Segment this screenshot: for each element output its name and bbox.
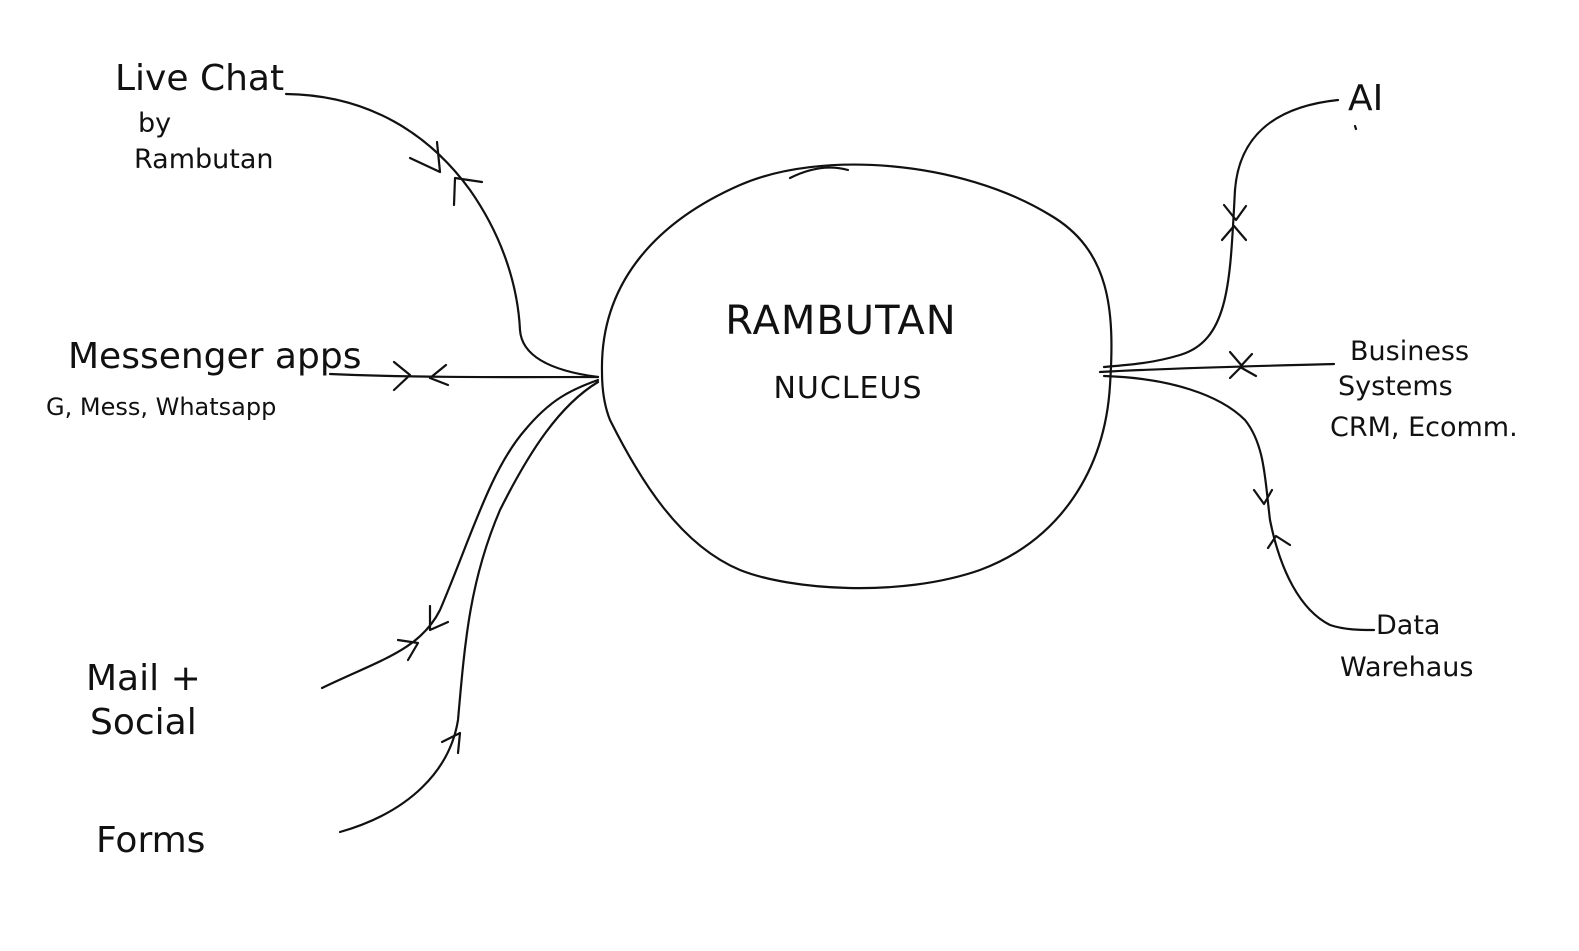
live-chat-label-line1: Live Chat [115,58,284,99]
business-systems-arrow-in [1228,350,1244,380]
business-systems-label-line1: Business [1350,336,1469,367]
live-chat-connector [284,92,600,379]
live-chat-label-line3: Rambutan [134,144,274,175]
node-live-chat: Live Chat by Rambutan [115,58,600,379]
nucleus-node: RAMBUTAN NUCLEUS [600,163,1113,590]
mail-social-label-line1: Mail + [86,658,201,699]
nucleus-subtitle: NUCLEUS [773,371,922,406]
mail-social-arrow-out [428,604,450,632]
node-ai: AI [1102,78,1383,369]
business-systems-label-line2: Systems [1338,371,1453,402]
live-chat-arrow-out [452,176,484,207]
business-systems-label-line3: CRM, Ecomm. [1330,412,1518,443]
node-business-systems: Business Systems CRM, Ecomm. [1098,336,1518,443]
forms-label: Forms [96,820,205,861]
data-warehouse-arrow-in [1252,488,1274,506]
messenger-apps-arrow-in [392,360,412,392]
mail-social-arrow-in [396,638,420,662]
messenger-apps-label-line2: G, Mess, Whatsapp [46,393,276,421]
messenger-apps-arrow-out [428,363,450,387]
messenger-apps-connector [328,372,600,379]
data-warehouse-label-line2: Warehaus [1340,652,1473,683]
nucleus-title: RAMBUTAN [725,298,956,344]
business-systems-connector [1098,362,1336,374]
node-mail-social: Mail + Social [86,378,600,743]
messenger-apps-label-line1: Messenger apps [68,336,361,377]
node-forms: Forms [96,380,600,861]
forms-arrow [440,731,462,755]
business-systems-arrow-out [1238,352,1258,378]
live-chat-label-line2: by [138,108,171,139]
live-chat-arrow-in [408,140,442,174]
mail-social-label-line2: Social [90,702,197,743]
ai-label: AI [1348,78,1383,119]
ai-arrow-in [1222,203,1248,222]
ai-label-dot [1353,124,1358,131]
mail-social-connector [320,378,600,690]
ai-arrow-out [1220,224,1248,242]
data-warehouse-connector [1102,374,1376,632]
nucleus-circle-overlap [788,166,850,180]
data-warehouse-label-line1: Data [1376,610,1440,641]
node-data-warehouse: Data Warehaus [1102,374,1473,683]
ai-connector [1102,98,1340,369]
nucleus-circle [600,163,1113,590]
data-warehouse-arrow-out [1266,534,1292,550]
node-messenger-apps: Messenger apps G, Mess, Whatsapp [46,336,600,421]
forms-connector [338,380,600,834]
